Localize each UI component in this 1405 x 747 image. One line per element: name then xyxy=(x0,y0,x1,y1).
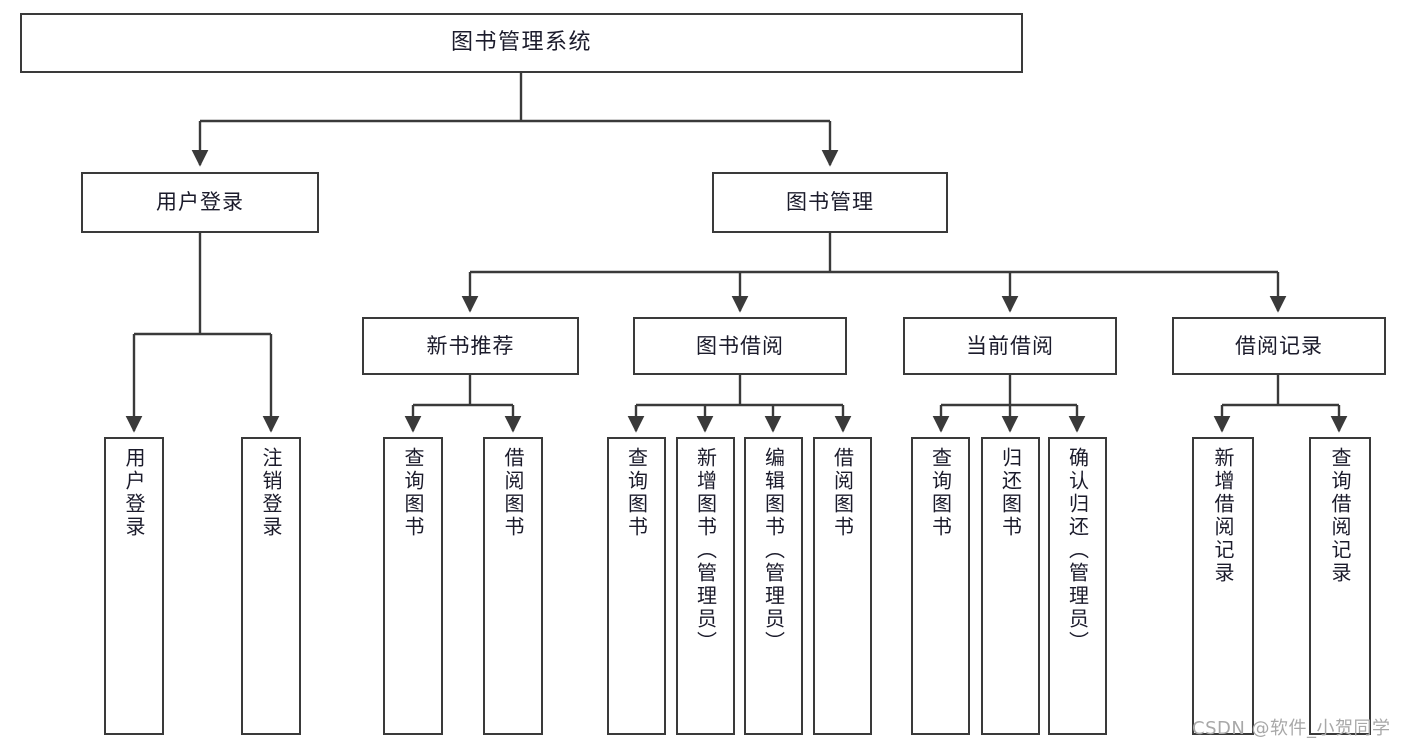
node-label: 借阅图书 xyxy=(830,447,855,539)
node-label: 查询图书 xyxy=(401,447,425,539)
leaf-user-login[interactable]: 用户登录 xyxy=(104,437,164,735)
node-new-book-recommendation[interactable]: 新书推荐 xyxy=(362,317,579,375)
node-label: 用户登录 xyxy=(122,447,146,539)
leaf-query-book-borrowing[interactable]: 查询图书 xyxy=(607,437,666,735)
leaf-edit-book-admin[interactable]: 编辑图书（管理员） xyxy=(744,437,803,735)
node-book-management[interactable]: 图书管理 xyxy=(712,172,948,233)
node-label: 当前借阅 xyxy=(966,333,1054,358)
node-label: 借阅记录 xyxy=(1235,333,1323,358)
node-book-borrowing[interactable]: 图书借阅 xyxy=(633,317,847,375)
leaf-add-book-admin[interactable]: 新增图书（管理员） xyxy=(676,437,735,735)
node-borrowing-records[interactable]: 借阅记录 xyxy=(1172,317,1386,375)
node-label: 注销登录 xyxy=(259,447,283,539)
leaf-query-borrow-record[interactable]: 查询借阅记录 xyxy=(1309,437,1371,735)
leaf-return-book[interactable]: 归还图书 xyxy=(981,437,1040,735)
node-label: 新增图书（管理员） xyxy=(693,447,718,654)
leaf-confirm-return-admin[interactable]: 确认归还（管理员） xyxy=(1048,437,1107,735)
node-label: 新增借阅记录 xyxy=(1211,447,1235,585)
node-current-borrowing[interactable]: 当前借阅 xyxy=(903,317,1117,375)
leaf-query-book-current[interactable]: 查询图书 xyxy=(911,437,970,735)
node-label: 查询图书 xyxy=(928,447,953,539)
leaf-add-borrow-record[interactable]: 新增借阅记录 xyxy=(1192,437,1254,735)
node-label: 编辑图书（管理员） xyxy=(761,447,786,654)
leaf-logout[interactable]: 注销登录 xyxy=(241,437,301,735)
node-label: 图书管理系统 xyxy=(450,30,592,56)
csdn-watermark: CSDN @软件_小贺同学 xyxy=(1192,718,1391,739)
node-label: 查询图书 xyxy=(624,447,649,539)
node-label: 归还图书 xyxy=(998,447,1023,539)
node-user-login[interactable]: 用户登录 xyxy=(81,172,319,233)
node-root-book-management-system[interactable]: 图书管理系统 xyxy=(20,13,1023,73)
leaf-borrow-book-new-book[interactable]: 借阅图书 xyxy=(483,437,543,735)
node-label: 新书推荐 xyxy=(426,333,515,358)
node-label: 查询借阅记录 xyxy=(1328,447,1352,585)
leaf-borrow-book-borrowing[interactable]: 借阅图书 xyxy=(813,437,872,735)
node-label: 确认归还（管理员） xyxy=(1065,447,1090,654)
leaf-query-book-new-book[interactable]: 查询图书 xyxy=(383,437,443,735)
node-label: 借阅图书 xyxy=(501,447,525,539)
node-label: 图书管理 xyxy=(786,190,874,215)
node-label: 图书借阅 xyxy=(696,333,784,358)
node-label: 用户登录 xyxy=(156,190,244,215)
